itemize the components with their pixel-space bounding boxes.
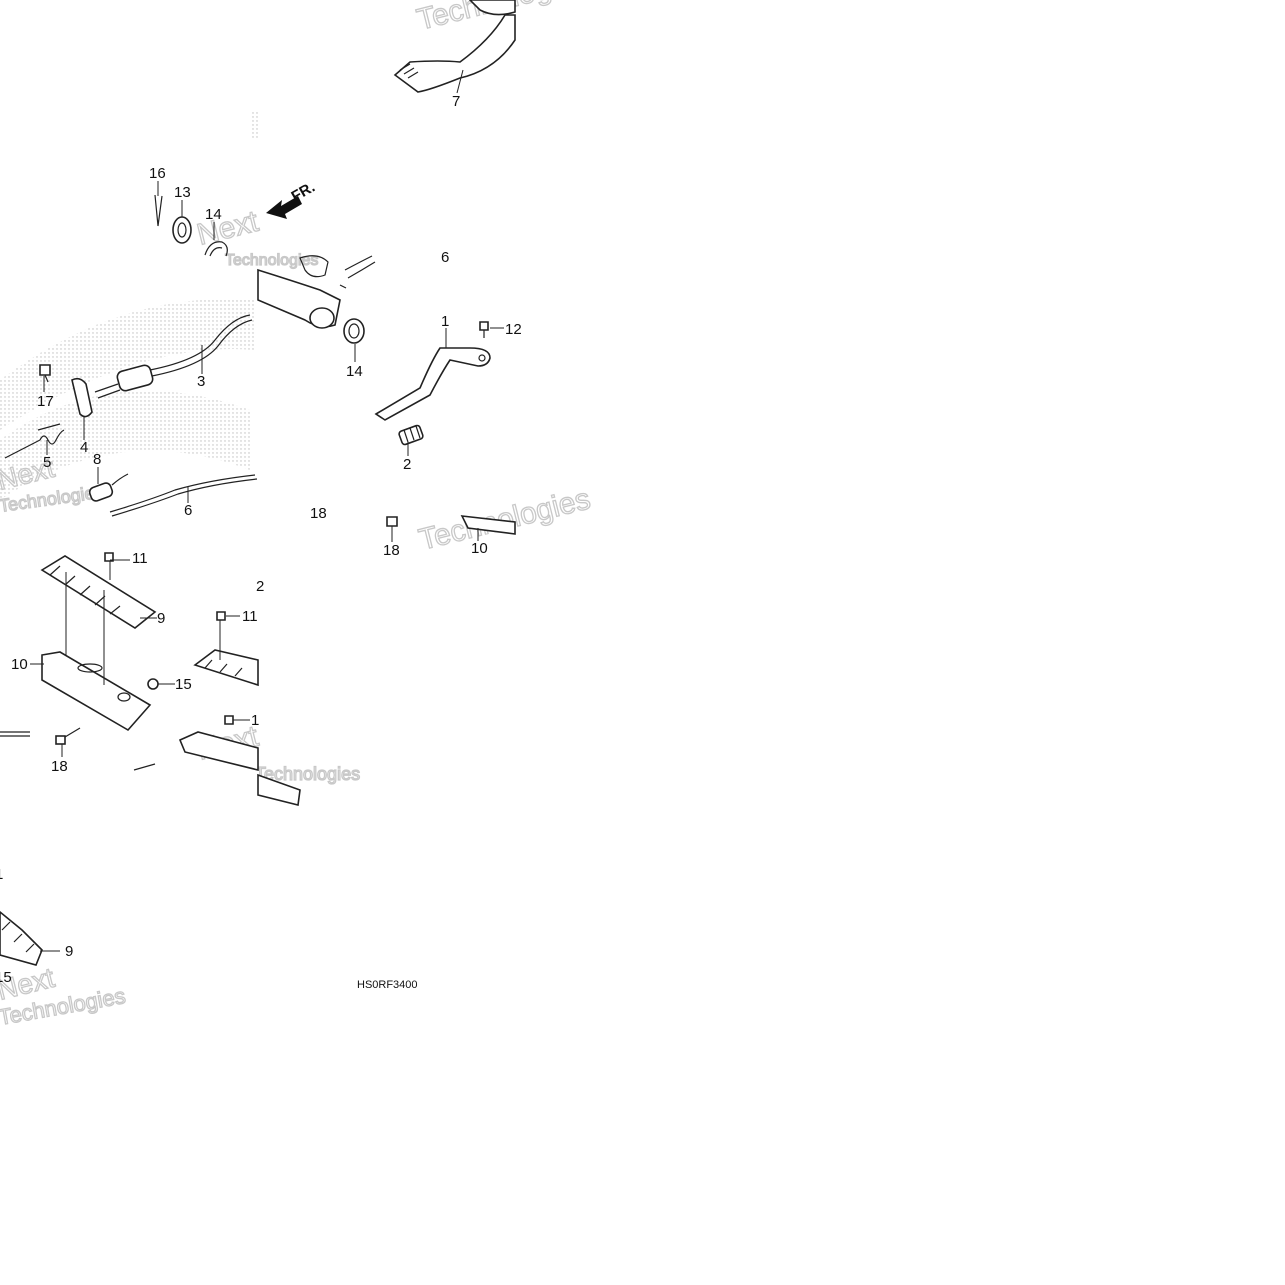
callout-9: 9 [157, 610, 165, 627]
watermark-text: Technologies [416, 482, 594, 556]
callout-14: 14 [205, 206, 222, 223]
callout-13: 13 [174, 184, 191, 201]
bolt-part [39, 364, 51, 383]
callout-15: 15 [0, 969, 12, 986]
seal-part [343, 318, 365, 344]
callout-9: 9 [65, 943, 73, 960]
figure-code: HS0RF3400 [357, 979, 418, 991]
callout-3: 3 [197, 373, 205, 390]
bolt-part [386, 516, 398, 527]
callout-1: 1 [441, 313, 449, 330]
callout-15: 15 [175, 676, 192, 693]
watermark-text: Technologies [255, 764, 360, 784]
pedal-rubber-part [398, 424, 424, 446]
callout-8: 8 [93, 451, 101, 468]
callout-18: 18 [51, 758, 68, 775]
nut-part [147, 678, 159, 690]
callout-11: 11 [242, 608, 258, 625]
callout-4: 4 [80, 439, 88, 456]
callout-10: 10 [471, 540, 488, 557]
washer-part [172, 216, 192, 244]
spring-part [88, 473, 129, 502]
watermark-text: Technologies [225, 252, 318, 269]
callout-6: 6 [184, 502, 192, 519]
callout-7: 7 [452, 93, 460, 110]
callout-5: 5 [43, 454, 51, 471]
callout-18: 18 [383, 542, 400, 559]
brake-arm-part [71, 377, 93, 418]
callout-2: 2 [403, 456, 411, 473]
footpeg-bracket-part [460, 515, 516, 535]
callout-11: 11 [132, 550, 148, 567]
leader-lines [30, 69, 504, 952]
pivot-shaft-part [257, 255, 376, 329]
cotter-pin-part [154, 194, 163, 227]
brake-rod-part [94, 314, 253, 399]
watermark-group: Technologies Next Technologies Next Tech… [0, 0, 594, 1031]
footpeg-part [178, 649, 301, 806]
brake-pedal-part [393, 0, 516, 93]
callout-17: 17 [37, 393, 54, 410]
clip-part [204, 241, 228, 257]
footpeg-part [0, 910, 43, 966]
brake-cable-part [109, 474, 258, 517]
callout-1: 1 [0, 866, 3, 883]
callout-12: 12 [505, 321, 522, 338]
watermark-text: Next [194, 205, 262, 252]
callout-1: 1 [251, 712, 259, 729]
callout-14: 14 [346, 363, 363, 380]
return-spring-part [4, 423, 65, 459]
callout-16: 16 [149, 165, 166, 182]
bolt-part [0, 552, 234, 771]
callout-10: 10 [11, 656, 28, 673]
callout-18: 18 [310, 505, 327, 522]
shift-pedal-part [374, 347, 491, 421]
front-direction-arrow-icon [266, 196, 302, 219]
dotted-logo-watermark [0, 110, 258, 500]
callout-labels: 7 16 13 14 6 1 12 14 3 17 4 5 8 2 6 18 1… [0, 93, 522, 986]
callout-6: 6 [441, 249, 449, 266]
callout-2: 2 [256, 578, 264, 595]
shift-bolt-part [479, 321, 489, 338]
footpeg-bracket-part [41, 651, 152, 732]
